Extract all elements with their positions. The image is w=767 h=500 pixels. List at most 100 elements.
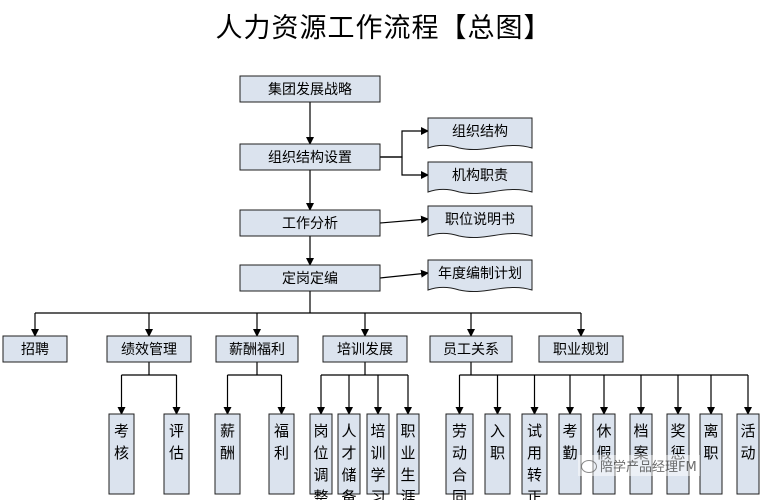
branch-5-child-7-char: 惩 bbox=[670, 444, 685, 462]
main-step-4-label: 定岗定编 bbox=[282, 271, 338, 287]
branch-2-child-1-char: 核 bbox=[114, 444, 129, 462]
branch-4-child-4-char: 业 bbox=[400, 444, 415, 462]
branch-5-child-3-char: 正 bbox=[527, 488, 542, 500]
branch-4-child-1-char: 位 bbox=[313, 444, 328, 462]
branch-4-child-2-char: 才 bbox=[341, 444, 356, 462]
branch-5-child-7-char: 奖 bbox=[670, 422, 685, 440]
branch-4-child-3-char: 习 bbox=[370, 488, 385, 500]
branch-4-child-4-box bbox=[396, 413, 420, 495]
diagram-title: 人力资源工作流程【总图】 bbox=[215, 13, 552, 44]
branch-4-box bbox=[322, 335, 408, 363]
branch-5-child-6-char: 档 bbox=[633, 422, 648, 440]
doc-connector bbox=[379, 269, 429, 279]
branch-5-child-1-char: 劳 bbox=[452, 422, 467, 440]
branch-1-box bbox=[2, 335, 68, 363]
branch-5-child-3-char: 试 bbox=[527, 422, 542, 440]
doc-connector bbox=[379, 215, 429, 224]
branch-5-child-5-char: 休 bbox=[596, 422, 611, 440]
branch-2-child-2-char: 估 bbox=[169, 444, 184, 462]
branch-5-child-5-box bbox=[592, 413, 616, 495]
branch-5-child-2-char: 入 bbox=[490, 422, 505, 440]
branch-5-child-2-box bbox=[484, 413, 511, 495]
branch-5-child-7-box bbox=[666, 413, 690, 495]
doc-4-doc bbox=[427, 259, 533, 292]
main-step-4-box bbox=[239, 264, 381, 292]
branch-5-child-4-box bbox=[558, 413, 582, 495]
branch-2-child-1-char: 考 bbox=[114, 422, 129, 440]
main-step-2-box bbox=[239, 143, 381, 171]
branch-2-child-1-box bbox=[108, 413, 135, 495]
branch-5-child-8-char: 离 bbox=[703, 422, 718, 440]
branch-4-child-2-char: 储 bbox=[341, 466, 356, 484]
branch-5-child-1-char: 同 bbox=[452, 488, 467, 500]
main-step-3-box bbox=[239, 209, 381, 237]
branch-5-box bbox=[429, 335, 513, 363]
doc-4-label: 年度编制计划 bbox=[438, 266, 522, 282]
branch-4-child-4-char: 职 bbox=[400, 422, 415, 440]
watermark-text: 陪学产品经理FM bbox=[600, 460, 697, 475]
branch-5-child-3-char: 转 bbox=[527, 466, 542, 484]
branch-5-child-9-box bbox=[736, 413, 760, 495]
branch-5-child-9-char: 动 bbox=[740, 444, 755, 462]
branch-4-child-3-char: 学 bbox=[370, 466, 385, 484]
branch-5-label: 员工关系 bbox=[443, 342, 499, 358]
doc-1-label: 组织结构 bbox=[452, 124, 508, 140]
wechat-icon bbox=[581, 460, 597, 473]
branch-4-child-1-char: 整 bbox=[313, 488, 328, 500]
doc-connector bbox=[380, 156, 429, 179]
branch-4-child-1-char: 岗 bbox=[313, 422, 328, 440]
branch-5-child-3-char: 用 bbox=[527, 444, 542, 462]
branch-5-child-3-box bbox=[521, 413, 548, 495]
branch-5-child-1-box bbox=[445, 413, 474, 495]
branch-6-label: 职业规划 bbox=[553, 342, 609, 358]
branch-3-box bbox=[215, 335, 299, 363]
doc-2-label: 机构职责 bbox=[452, 168, 508, 184]
branch-4-child-3-char: 训 bbox=[370, 444, 385, 462]
branch-5-child-6-char: 案 bbox=[633, 444, 648, 462]
branch-1-label: 招聘 bbox=[21, 342, 49, 358]
branch-4-child-1-box bbox=[309, 413, 333, 495]
branch-3-child-2-char: 福 bbox=[274, 422, 289, 440]
main-step-1-label: 集团发展战略 bbox=[268, 81, 352, 98]
branch-4-child-1-char: 调 bbox=[313, 466, 328, 484]
branch-4-child-4-char: 生 bbox=[400, 466, 415, 484]
branch-4-label: 培训发展 bbox=[337, 342, 393, 358]
branch-5-child-1-char: 动 bbox=[452, 444, 467, 462]
branch-3-child-1-char: 酬 bbox=[220, 444, 235, 462]
branch-3-child-2-char: 利 bbox=[274, 444, 289, 462]
branch-5-child-6-box bbox=[629, 413, 653, 495]
branch-4-child-3-char: 培 bbox=[370, 422, 385, 440]
branch-2-box bbox=[106, 335, 192, 363]
main-step-2-label: 组织结构设置 bbox=[268, 150, 352, 166]
doc-connector bbox=[380, 127, 429, 158]
branch-4-child-3-box bbox=[366, 413, 390, 495]
doc-3-doc bbox=[427, 205, 533, 238]
branch-3-child-1-char: 薪 bbox=[220, 422, 235, 440]
doc-3-label: 职位说明书 bbox=[445, 212, 515, 228]
branch-5-child-8-box bbox=[699, 413, 723, 495]
branch-4-child-4-char: 涯 bbox=[400, 488, 415, 500]
main-step-3-label: 工作分析 bbox=[282, 216, 338, 232]
branch-5-child-9-char: 活 bbox=[740, 422, 755, 440]
branch-5-child-8-char: 职 bbox=[703, 444, 718, 462]
main-step-1-box bbox=[239, 75, 381, 103]
branch-2-label: 绩效管理 bbox=[121, 342, 177, 358]
branch-4-child-2-char: 人 bbox=[341, 422, 356, 440]
branch-5-child-5-char: 假 bbox=[596, 444, 611, 462]
branch-4-child-2-char: 备 bbox=[341, 488, 356, 500]
branch-3-child-2-box bbox=[268, 413, 295, 495]
branch-5-child-4-char: 考 bbox=[562, 422, 577, 440]
branch-2-child-2-char: 评 bbox=[169, 422, 184, 440]
doc-2-doc bbox=[427, 161, 533, 194]
watermark: 陪学产品经理FM bbox=[578, 455, 700, 476]
doc-1-doc bbox=[427, 117, 533, 150]
branch-3-label: 薪酬福利 bbox=[229, 342, 285, 358]
branch-4-child-2-box bbox=[337, 413, 361, 495]
branch-2-child-2-box bbox=[163, 413, 190, 495]
branch-5-child-2-char: 职 bbox=[490, 444, 505, 462]
branch-5-child-4-char: 勤 bbox=[562, 444, 577, 462]
branch-5-child-1-char: 合 bbox=[452, 466, 467, 484]
branch-6-box bbox=[538, 335, 624, 363]
branch-3-child-1-box bbox=[214, 413, 241, 495]
